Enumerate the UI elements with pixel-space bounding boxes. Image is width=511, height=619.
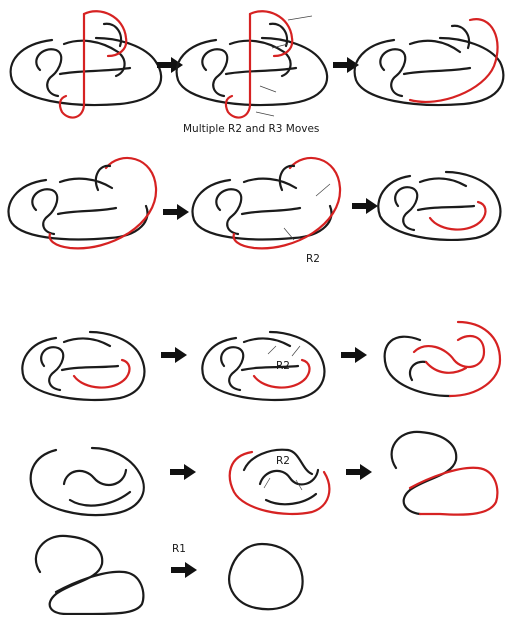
arrow-icon — [352, 198, 378, 214]
knot-r3-b — [201, 330, 326, 402]
knot-r4-c — [390, 430, 499, 516]
arrow-icon — [171, 562, 197, 578]
arrow-icon — [163, 204, 189, 220]
move-label-r2: R2 — [276, 360, 290, 372]
move-label-r1: R1 — [172, 543, 186, 555]
arrow-icon — [170, 464, 196, 480]
knot-r5-b-unknot — [228, 542, 304, 611]
knot-r4-a — [29, 446, 145, 517]
move-label-r2: R2 — [276, 455, 290, 467]
knot-r2-b — [191, 156, 342, 250]
arrow-icon — [346, 464, 372, 480]
knot-r1-c — [353, 18, 505, 107]
arrow-icon — [341, 347, 367, 363]
knot-r1-a — [9, 10, 163, 119]
knot-r2-c — [377, 170, 502, 241]
knot-r3-a — [21, 330, 146, 402]
knot-r3-c — [383, 320, 502, 398]
knot-r5-a — [34, 534, 145, 616]
arrow-icon — [161, 347, 187, 363]
caption-multiple-moves: Multiple R2 and R3 Moves — [183, 123, 319, 135]
move-label-r2: R2 — [306, 253, 320, 265]
knot-r1-b — [175, 10, 329, 119]
knot-r2-a — [7, 156, 158, 250]
knot-r4-b — [228, 448, 331, 516]
